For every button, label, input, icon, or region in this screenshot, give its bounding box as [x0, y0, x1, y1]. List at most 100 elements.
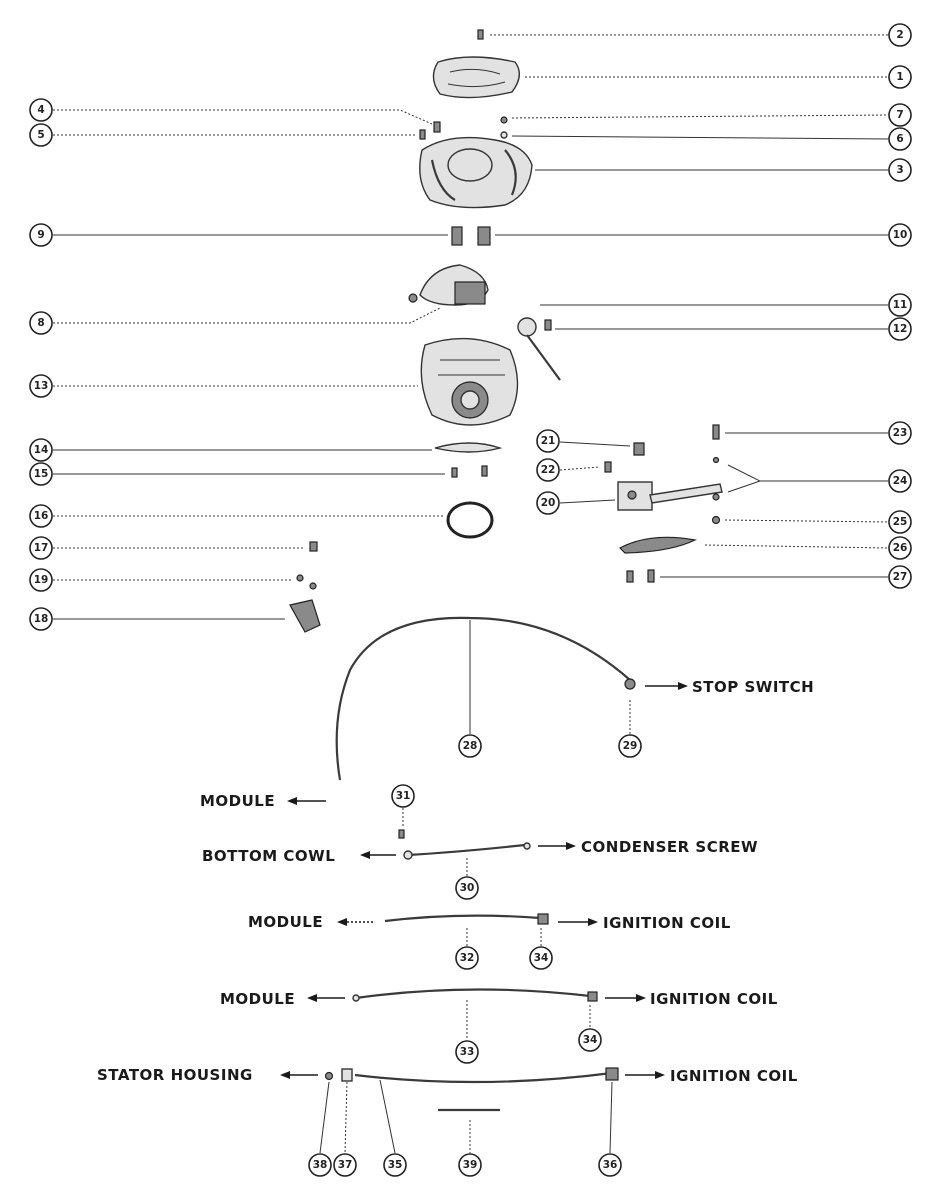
part-3-housing	[419, 136, 533, 209]
label-stator-housing: STATOR HOUSING	[97, 1066, 253, 1084]
text-labels: STOP SWITCH MODULE BOTTOM COWL CONDENSER…	[97, 678, 814, 1085]
part-20-lever	[617, 481, 723, 511]
svg-text:3: 3	[896, 164, 903, 176]
svg-text:34: 34	[534, 952, 549, 964]
svg-text:1: 1	[896, 71, 903, 83]
label-module-3: MODULE	[220, 990, 295, 1008]
label-module-2: MODULE	[248, 913, 323, 931]
label-module-1: MODULE	[200, 792, 275, 810]
callout-20: 20	[536, 491, 560, 515]
svg-text:13: 13	[34, 380, 49, 392]
leader-lines	[53, 34, 889, 1154]
svg-text:28: 28	[463, 740, 478, 752]
callout-2: 2	[888, 23, 912, 47]
svg-text:21: 21	[541, 435, 556, 447]
svg-text:34: 34	[583, 1034, 598, 1046]
callout-35: 35	[383, 1153, 407, 1177]
svg-text:29: 29	[623, 740, 638, 752]
part-16-ring	[446, 501, 494, 539]
part-14-plate	[434, 442, 503, 453]
callout-3: 3	[888, 158, 912, 182]
svg-text:5: 5	[37, 129, 44, 141]
callout-18: 18	[29, 607, 53, 631]
callout-26: 26	[888, 536, 912, 560]
callout-16: 16	[29, 504, 53, 528]
part-1-cap	[432, 56, 520, 99]
svg-text:24: 24	[893, 475, 908, 487]
part-21-22-screws	[604, 442, 645, 473]
callout-25: 25	[888, 510, 912, 534]
svg-text:30: 30	[460, 882, 475, 894]
part-8-coil	[408, 264, 489, 306]
callout-21: 21	[536, 429, 560, 453]
callout-28: 28	[458, 734, 482, 758]
svg-text:17: 17	[34, 542, 49, 554]
callout-10: 10	[888, 223, 912, 247]
callout-14: 14	[29, 438, 53, 462]
part-27-screws	[626, 569, 655, 583]
callout-22: 22	[536, 458, 560, 482]
label-condenser-screw: CONDENSER SCREW	[581, 838, 758, 856]
callout-9: 9	[29, 223, 53, 247]
svg-text:35: 35	[388, 1159, 403, 1171]
callout-13: 13	[29, 374, 53, 398]
svg-text:10: 10	[893, 229, 908, 241]
svg-text:23: 23	[893, 427, 908, 439]
svg-text:14: 14	[34, 444, 49, 456]
callout-15: 15	[29, 462, 53, 486]
svg-text:26: 26	[893, 542, 908, 554]
label-bottom-cowl: BOTTOM COWL	[202, 847, 335, 865]
svg-text:31: 31	[396, 790, 411, 802]
callout-34b: 34	[578, 1028, 602, 1052]
svg-text:7: 7	[896, 109, 903, 121]
svg-text:16: 16	[34, 510, 49, 522]
part-23-24-25-small	[711, 424, 721, 525]
svg-text:9: 9	[37, 229, 44, 241]
part-17-19-18-small	[289, 541, 321, 633]
svg-text:12: 12	[893, 323, 908, 335]
part-26-plate	[619, 536, 697, 554]
callout-36: 36	[598, 1153, 622, 1177]
svg-text:8: 8	[37, 317, 44, 329]
svg-text:25: 25	[893, 516, 908, 528]
part-2-screw	[477, 29, 484, 40]
callouts: 2 1 4 5 7 6 3 9 10 11 8 12 13 23 21 14 2…	[29, 23, 912, 1177]
svg-text:6: 6	[896, 133, 903, 145]
part-9-10-springs	[451, 226, 491, 246]
callout-19: 19	[29, 568, 53, 592]
svg-text:19: 19	[34, 574, 49, 586]
callout-29: 29	[618, 734, 642, 758]
callout-5: 5	[29, 123, 53, 147]
svg-text:37: 37	[338, 1159, 353, 1171]
svg-text:20: 20	[541, 497, 556, 509]
callout-23: 23	[888, 421, 912, 445]
svg-text:27: 27	[893, 571, 908, 583]
callout-33: 33	[455, 1040, 479, 1064]
part-13-stator	[420, 337, 519, 426]
callout-7: 7	[888, 103, 912, 127]
svg-text:38: 38	[313, 1159, 328, 1171]
part-15-screws	[451, 465, 488, 478]
callout-4: 4	[29, 98, 53, 122]
svg-text:36: 36	[603, 1159, 618, 1171]
label-ignition-coil-3: IGNITION COIL	[670, 1067, 798, 1085]
svg-text:15: 15	[34, 468, 49, 480]
part-33-wire	[352, 988, 598, 1002]
callout-32: 32	[455, 946, 479, 970]
label-ignition-coil-2: IGNITION COIL	[650, 990, 778, 1008]
callout-8: 8	[29, 311, 53, 335]
arrows	[280, 682, 688, 1079]
callout-6: 6	[888, 127, 912, 151]
svg-text:18: 18	[34, 613, 49, 625]
callout-39: 39	[458, 1153, 482, 1177]
svg-text:2: 2	[896, 29, 903, 41]
svg-text:33: 33	[460, 1046, 475, 1058]
part-4-5-screws	[419, 116, 508, 140]
svg-text:11: 11	[893, 299, 908, 311]
part-32-wire	[384, 913, 549, 925]
callout-38: 38	[308, 1153, 332, 1177]
svg-text:39: 39	[463, 1159, 478, 1171]
part-28-wire	[335, 616, 636, 781]
svg-text:32: 32	[460, 952, 475, 964]
